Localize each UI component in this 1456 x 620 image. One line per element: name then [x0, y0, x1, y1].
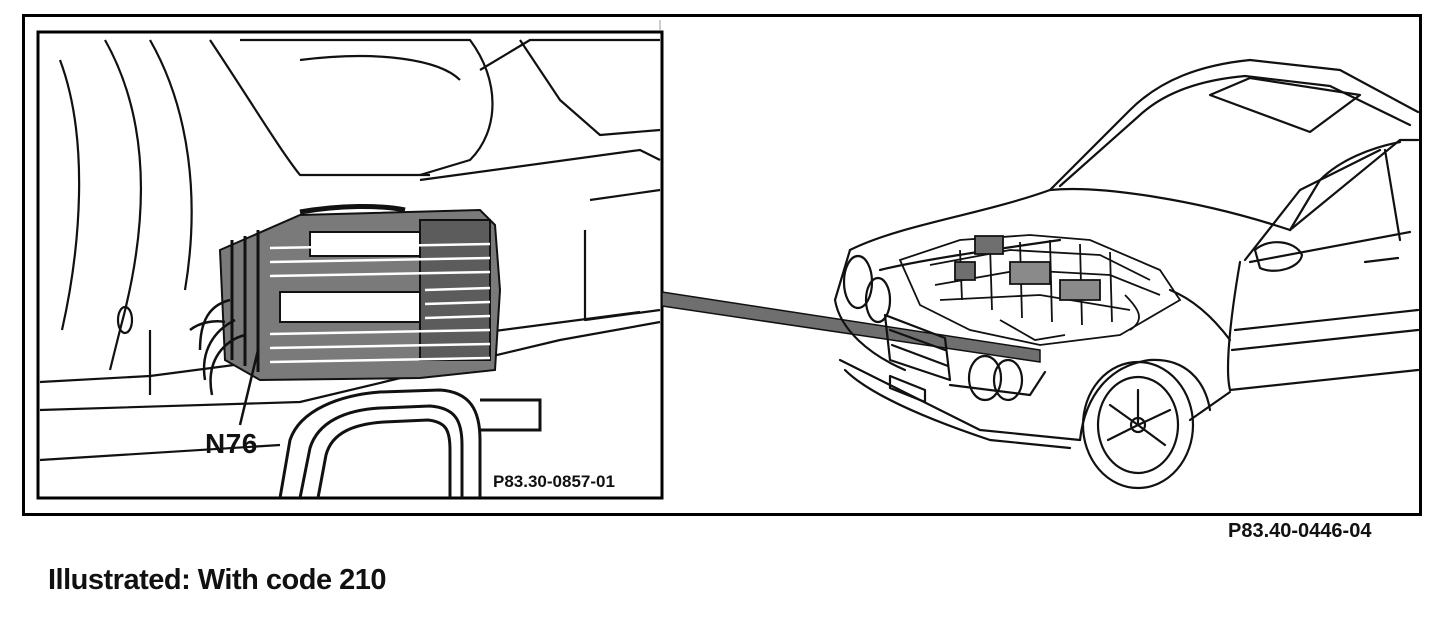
inset-figure-code: P83.30-0857-01 [493, 472, 615, 491]
inset-structure [40, 40, 660, 460]
engine-bay [900, 235, 1180, 345]
figure-frame [22, 14, 1422, 516]
inset-lid-frame [280, 390, 540, 498]
pointer-band [662, 292, 1040, 362]
figure-code: P83.40-0446-04 [1228, 520, 1372, 542]
control-unit-fins [270, 244, 490, 362]
wiring-harness [190, 300, 245, 395]
vehicle-drawing [835, 60, 1418, 488]
n76-label: N76 [205, 428, 258, 459]
caption: Illustrated: With code 210 [48, 564, 387, 596]
n76-leader-line [240, 350, 258, 425]
inset-frame [38, 32, 662, 498]
control-unit-n76 [220, 206, 500, 380]
